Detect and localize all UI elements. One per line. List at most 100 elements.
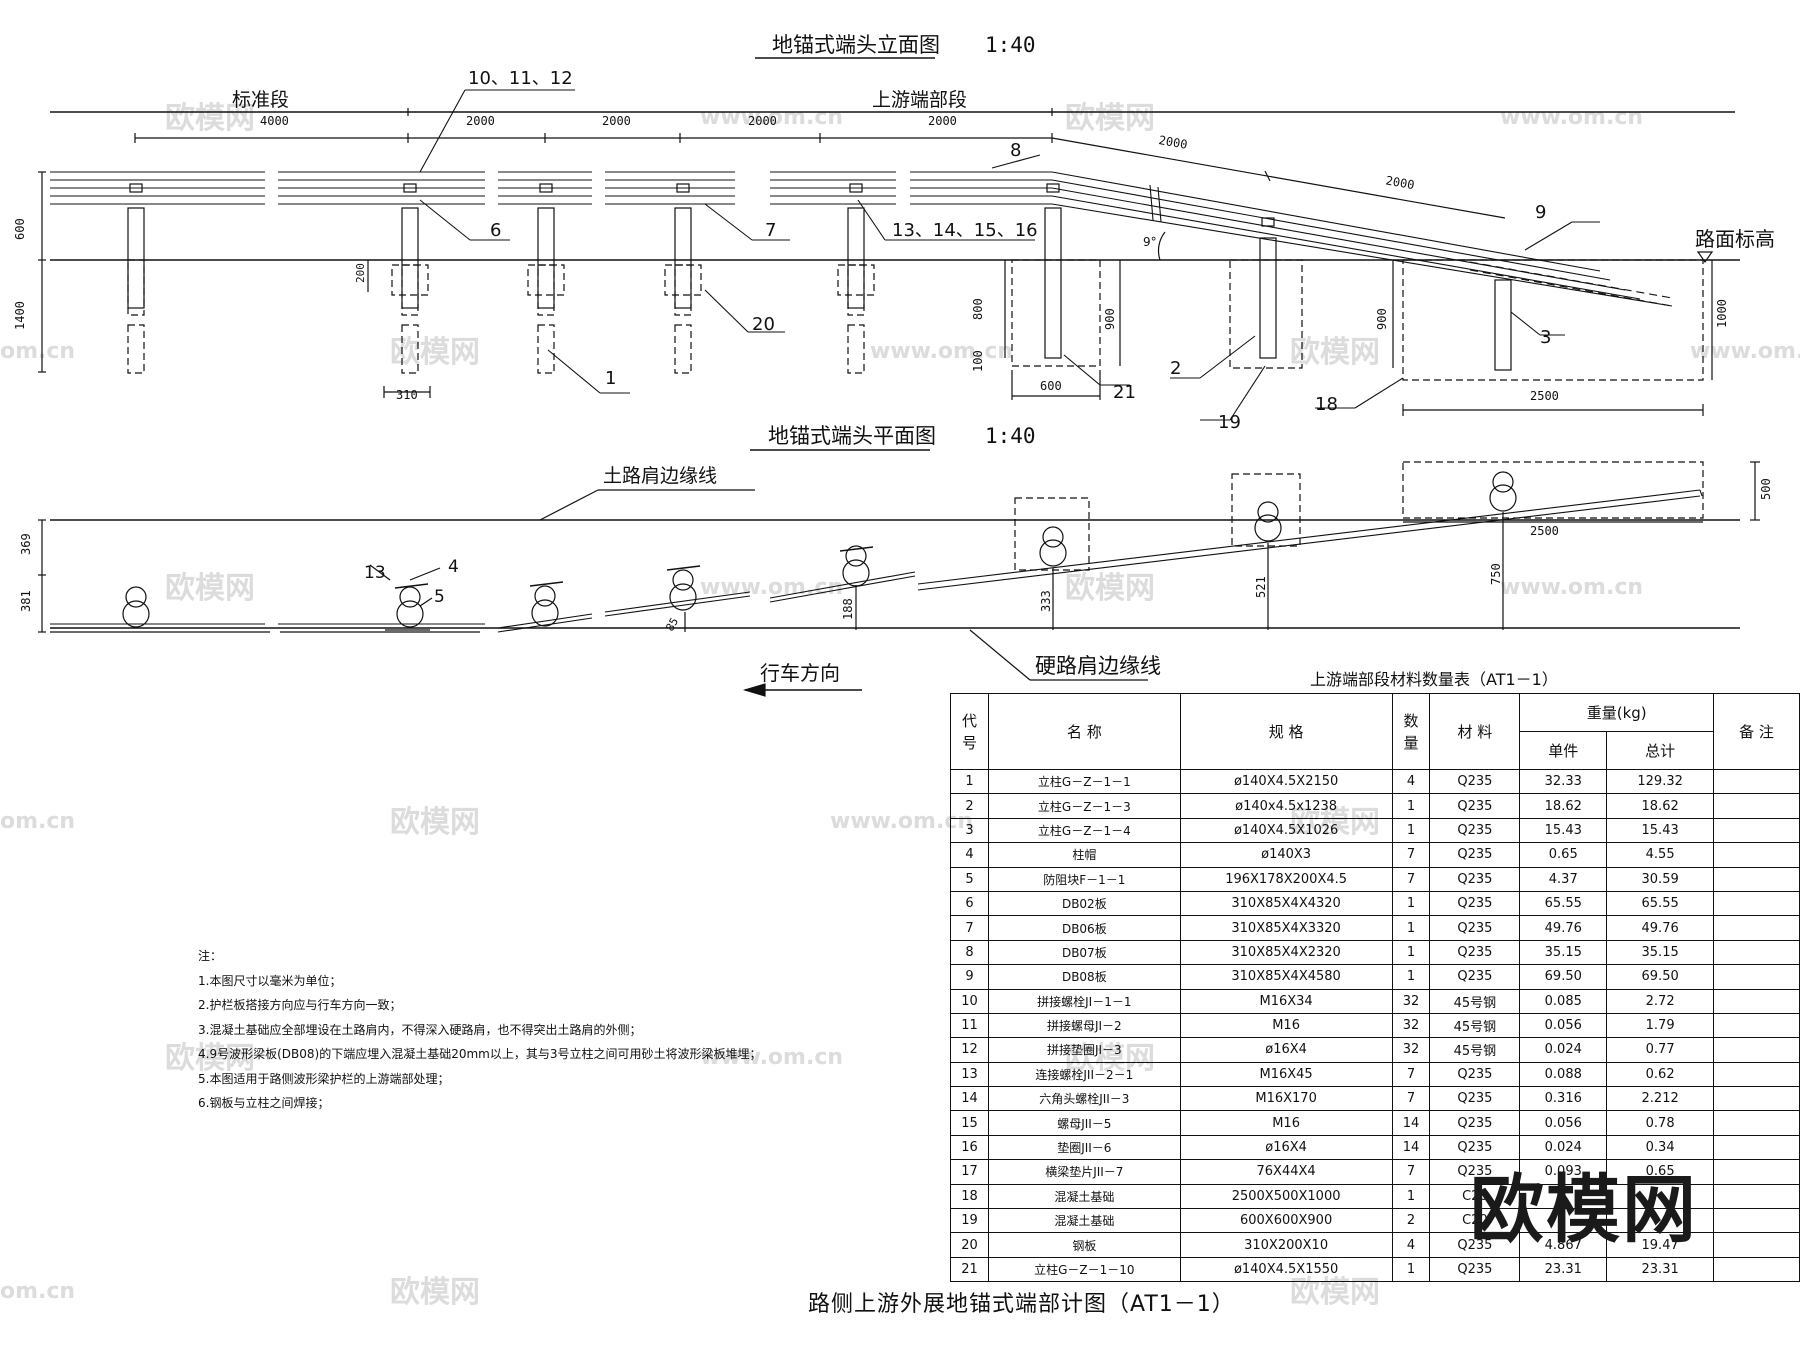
cell-name: 螺母JII－5 xyxy=(987,1110,1181,1136)
dim-1400: 1400 xyxy=(13,301,27,330)
cell-remark xyxy=(1713,817,1800,844)
cell-unit-weight: 0.024 xyxy=(1519,1134,1608,1161)
cell-code: 19 xyxy=(950,1208,989,1234)
dim-label: 2000 xyxy=(466,114,495,128)
cell-name: DB08板 xyxy=(987,964,1181,990)
cell-name: 拼接螺母JI－2 xyxy=(987,1012,1181,1039)
cell-qty: 7 xyxy=(1391,866,1431,892)
cell-total-weight: 2.212 xyxy=(1606,1086,1715,1112)
cell-name: DB06板 xyxy=(987,915,1181,941)
cell-code: 10 xyxy=(950,988,989,1014)
cell-material: Q235 xyxy=(1429,1061,1521,1088)
callout-3: 3 xyxy=(1540,327,1551,348)
cell-code: 13 xyxy=(950,1061,989,1088)
cell-spec: 310X85X4X3320 xyxy=(1179,915,1393,941)
cell-unit-weight: 65.55 xyxy=(1519,890,1608,917)
cell-total-weight: 0.78 xyxy=(1606,1110,1715,1136)
note-line: 4.9号波形梁板(DB08)的下端应埋入混凝土基础20mm以上，其与3号立柱之间… xyxy=(198,1047,762,1061)
cell-code: 14 xyxy=(950,1086,989,1112)
cell-material: Q235 xyxy=(1429,1232,1521,1258)
cell-total-weight: 0.34 xyxy=(1606,1134,1715,1161)
cell-total-weight: 15.43 xyxy=(1606,817,1715,844)
cell-qty: 1 xyxy=(1391,915,1431,941)
cell-remark xyxy=(1713,768,1800,795)
cell-spec: ø140x4.5x1238 xyxy=(1179,793,1393,819)
cell-remark xyxy=(1713,964,1800,990)
cell-code: 20 xyxy=(950,1232,989,1258)
cell-remark xyxy=(1713,866,1800,892)
watermark: 欧模网 xyxy=(165,101,255,136)
plan-callout-5: 5 xyxy=(434,587,445,607)
segment-standard-label: 标准段 xyxy=(232,89,289,111)
cell-total-weight: 129.32 xyxy=(1606,768,1715,795)
angle-label: 9° xyxy=(1143,235,1157,249)
cell-name: DB02板 xyxy=(987,890,1181,917)
cell-name: 拼接螺栓JI－1－1 xyxy=(987,988,1181,1014)
callout-20: 20 xyxy=(752,314,775,335)
watermark-site: www.om.cn xyxy=(830,809,973,834)
plan-title: 地锚式端头平面图 xyxy=(768,424,936,448)
cell-code: 8 xyxy=(950,939,989,966)
dim-500: 500 xyxy=(1759,478,1773,500)
cell-name: 立柱G－Z－1－10 xyxy=(987,1256,1181,1283)
cell-remark xyxy=(1713,915,1800,941)
cell-remark xyxy=(1713,842,1800,868)
callout-13-16: 13、14、15、16 xyxy=(892,220,1038,241)
cell-material: Q235 xyxy=(1429,915,1521,941)
cell-name: 立柱G－Z－1－4 xyxy=(987,817,1181,844)
watermark-site: om.cn xyxy=(0,339,75,364)
cell-qty: 1 xyxy=(1391,793,1431,819)
cell-qty: 4 xyxy=(1391,1232,1431,1258)
cell-code: 12 xyxy=(950,1037,989,1063)
cell-material: Q235 xyxy=(1429,1159,1521,1185)
cell-name: 混凝土基础 xyxy=(987,1183,1181,1210)
soil-edge-label: 土路肩边缘线 xyxy=(603,465,717,487)
elevation-view: 地锚式端头立面图 1:40 标准段 上游端部段 4000 2000 2000 2… xyxy=(13,33,1775,433)
cell-spec: ø140X3 xyxy=(1179,842,1393,868)
cell-name: 拼接垫圈JI－3 xyxy=(987,1037,1181,1063)
cell-unit-weight xyxy=(1519,1208,1608,1234)
cell-material: C20 xyxy=(1429,1208,1521,1234)
plan-foundations xyxy=(1014,461,1704,571)
cell-qty: 1 xyxy=(1391,964,1431,990)
cell-code: 16 xyxy=(950,1134,989,1161)
watermark: 欧模网 xyxy=(390,335,480,370)
cell-qty: 1 xyxy=(1391,817,1431,844)
cell-material: Q235 xyxy=(1429,1110,1521,1136)
cell-material: 45号钢 xyxy=(1429,1012,1521,1039)
col-header-total: 总计 xyxy=(1606,731,1715,770)
cell-material: Q235 xyxy=(1429,793,1521,819)
cell-total-weight xyxy=(1606,1208,1715,1234)
cell-spec: 600X600X900 xyxy=(1179,1208,1393,1234)
cell-remark xyxy=(1713,1256,1800,1283)
offset-label: 85 xyxy=(663,616,681,634)
callout-6: 6 xyxy=(490,220,501,241)
cell-unit-weight: 15.43 xyxy=(1519,817,1608,844)
cell-remark xyxy=(1713,1110,1800,1136)
cell-spec: M16 xyxy=(1179,1012,1393,1039)
watermark-site: www.om.cn xyxy=(1500,575,1643,600)
watermark-site: om.cn xyxy=(0,1279,75,1304)
cell-name: 横梁垫片JII－7 xyxy=(987,1159,1181,1185)
cell-name: 垫圈JII－6 xyxy=(987,1134,1181,1161)
cell-qty: 7 xyxy=(1391,842,1431,868)
cell-code: 9 xyxy=(950,964,989,990)
cell-name: 六角头螺栓JII－3 xyxy=(987,1086,1181,1112)
cell-spec: 310X85X4X2320 xyxy=(1179,939,1393,966)
dim-800: 800 xyxy=(971,298,985,320)
cell-code: 21 xyxy=(950,1256,989,1283)
offset-label: 750 xyxy=(1489,563,1503,585)
cell-code: 17 xyxy=(950,1159,989,1185)
dim-100: 100 xyxy=(971,350,985,372)
cell-spec: 310X85X4X4320 xyxy=(1179,890,1393,917)
cell-total-weight: 0.77 xyxy=(1606,1037,1715,1063)
cell-name: DB07板 xyxy=(987,939,1181,966)
col-header-weight: 重量(kg) xyxy=(1519,693,1715,732)
